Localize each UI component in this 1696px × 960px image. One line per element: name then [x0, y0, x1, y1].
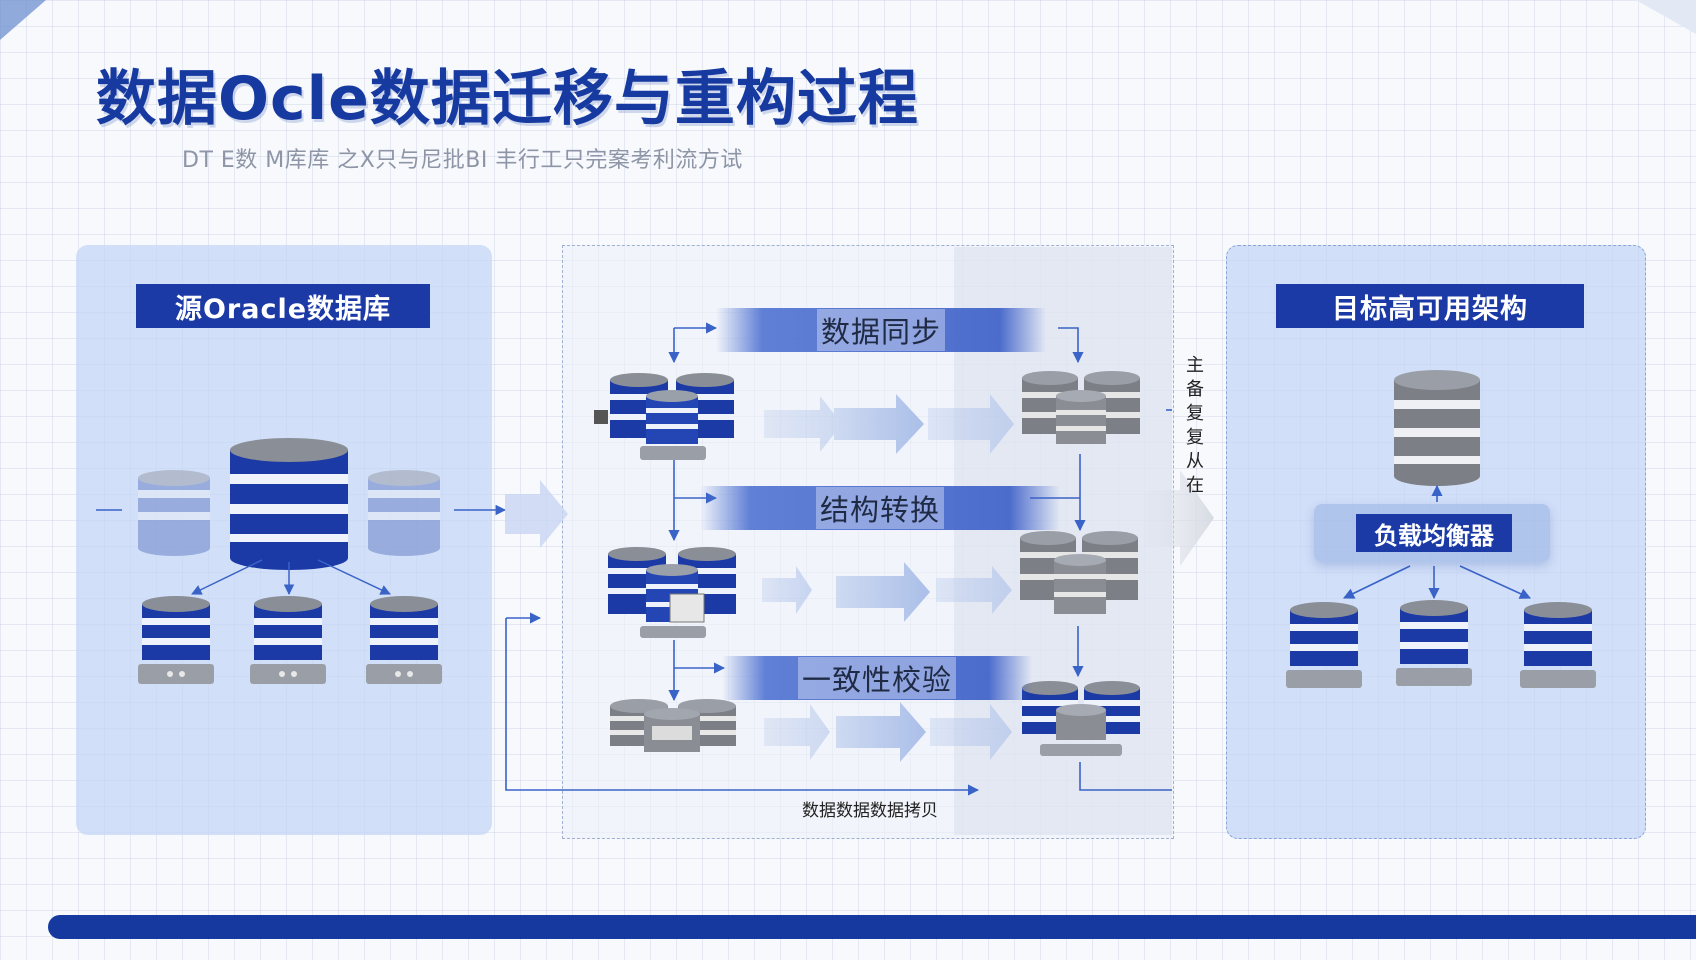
corner-decoration [1636, 0, 1696, 34]
database-icon [138, 470, 210, 556]
database-cluster-icon [608, 547, 736, 638]
step-label: 一致性校验 [797, 657, 956, 699]
database-icon [138, 596, 214, 684]
database-icon [1396, 600, 1472, 686]
page-title: 数据Ocle数据迁移与重构过程 [96, 64, 919, 134]
database-cluster-icon [610, 699, 736, 752]
load-balancer-label: 负载均衡器 [1356, 514, 1512, 552]
database-icon [230, 438, 348, 570]
step-label: 数据同步 [816, 309, 945, 351]
database-icon [250, 596, 326, 684]
database-cluster-icon [1022, 681, 1140, 756]
page-subtitle: DT E数 M库库 之X只与尼批BI 丰行工只完案考利流方试 [182, 148, 743, 173]
side-label-text: 主 备 复 复 从 在 [1186, 355, 1204, 496]
footer-bar [48, 915, 1696, 939]
database-cluster-icon [594, 373, 734, 460]
step-label: 结构转换 [815, 487, 944, 529]
source-database-cluster [96, 438, 507, 684]
step-banner-sync: 数据同步 [716, 308, 1046, 352]
flow-arrows [762, 394, 1014, 762]
database-cluster-icon [1020, 531, 1138, 614]
step-banner-transform: 结构转换 [700, 486, 1060, 530]
database-icon [368, 470, 440, 556]
bottom-caption: 数据数据数据拷贝 [802, 801, 938, 821]
side-vertical-label: 主 备 复 复 从 在 [1182, 354, 1208, 498]
database-icon [366, 596, 442, 684]
step-banner-verify: 一致性校验 [722, 656, 1032, 700]
database-icon [1286, 602, 1362, 688]
database-icon [1394, 370, 1480, 486]
source-header: 源Oracle数据库 [136, 284, 430, 328]
target-database-cluster [1286, 370, 1596, 688]
target-header: 目标高可用架构 [1276, 284, 1584, 328]
process-connectors [505, 322, 1172, 796]
corner-decoration [0, 0, 46, 40]
database-icon [1520, 602, 1596, 688]
arrow-right-icon [505, 480, 568, 548]
database-cluster-icon [1022, 371, 1140, 444]
arrow-right-icon [1144, 470, 1214, 566]
